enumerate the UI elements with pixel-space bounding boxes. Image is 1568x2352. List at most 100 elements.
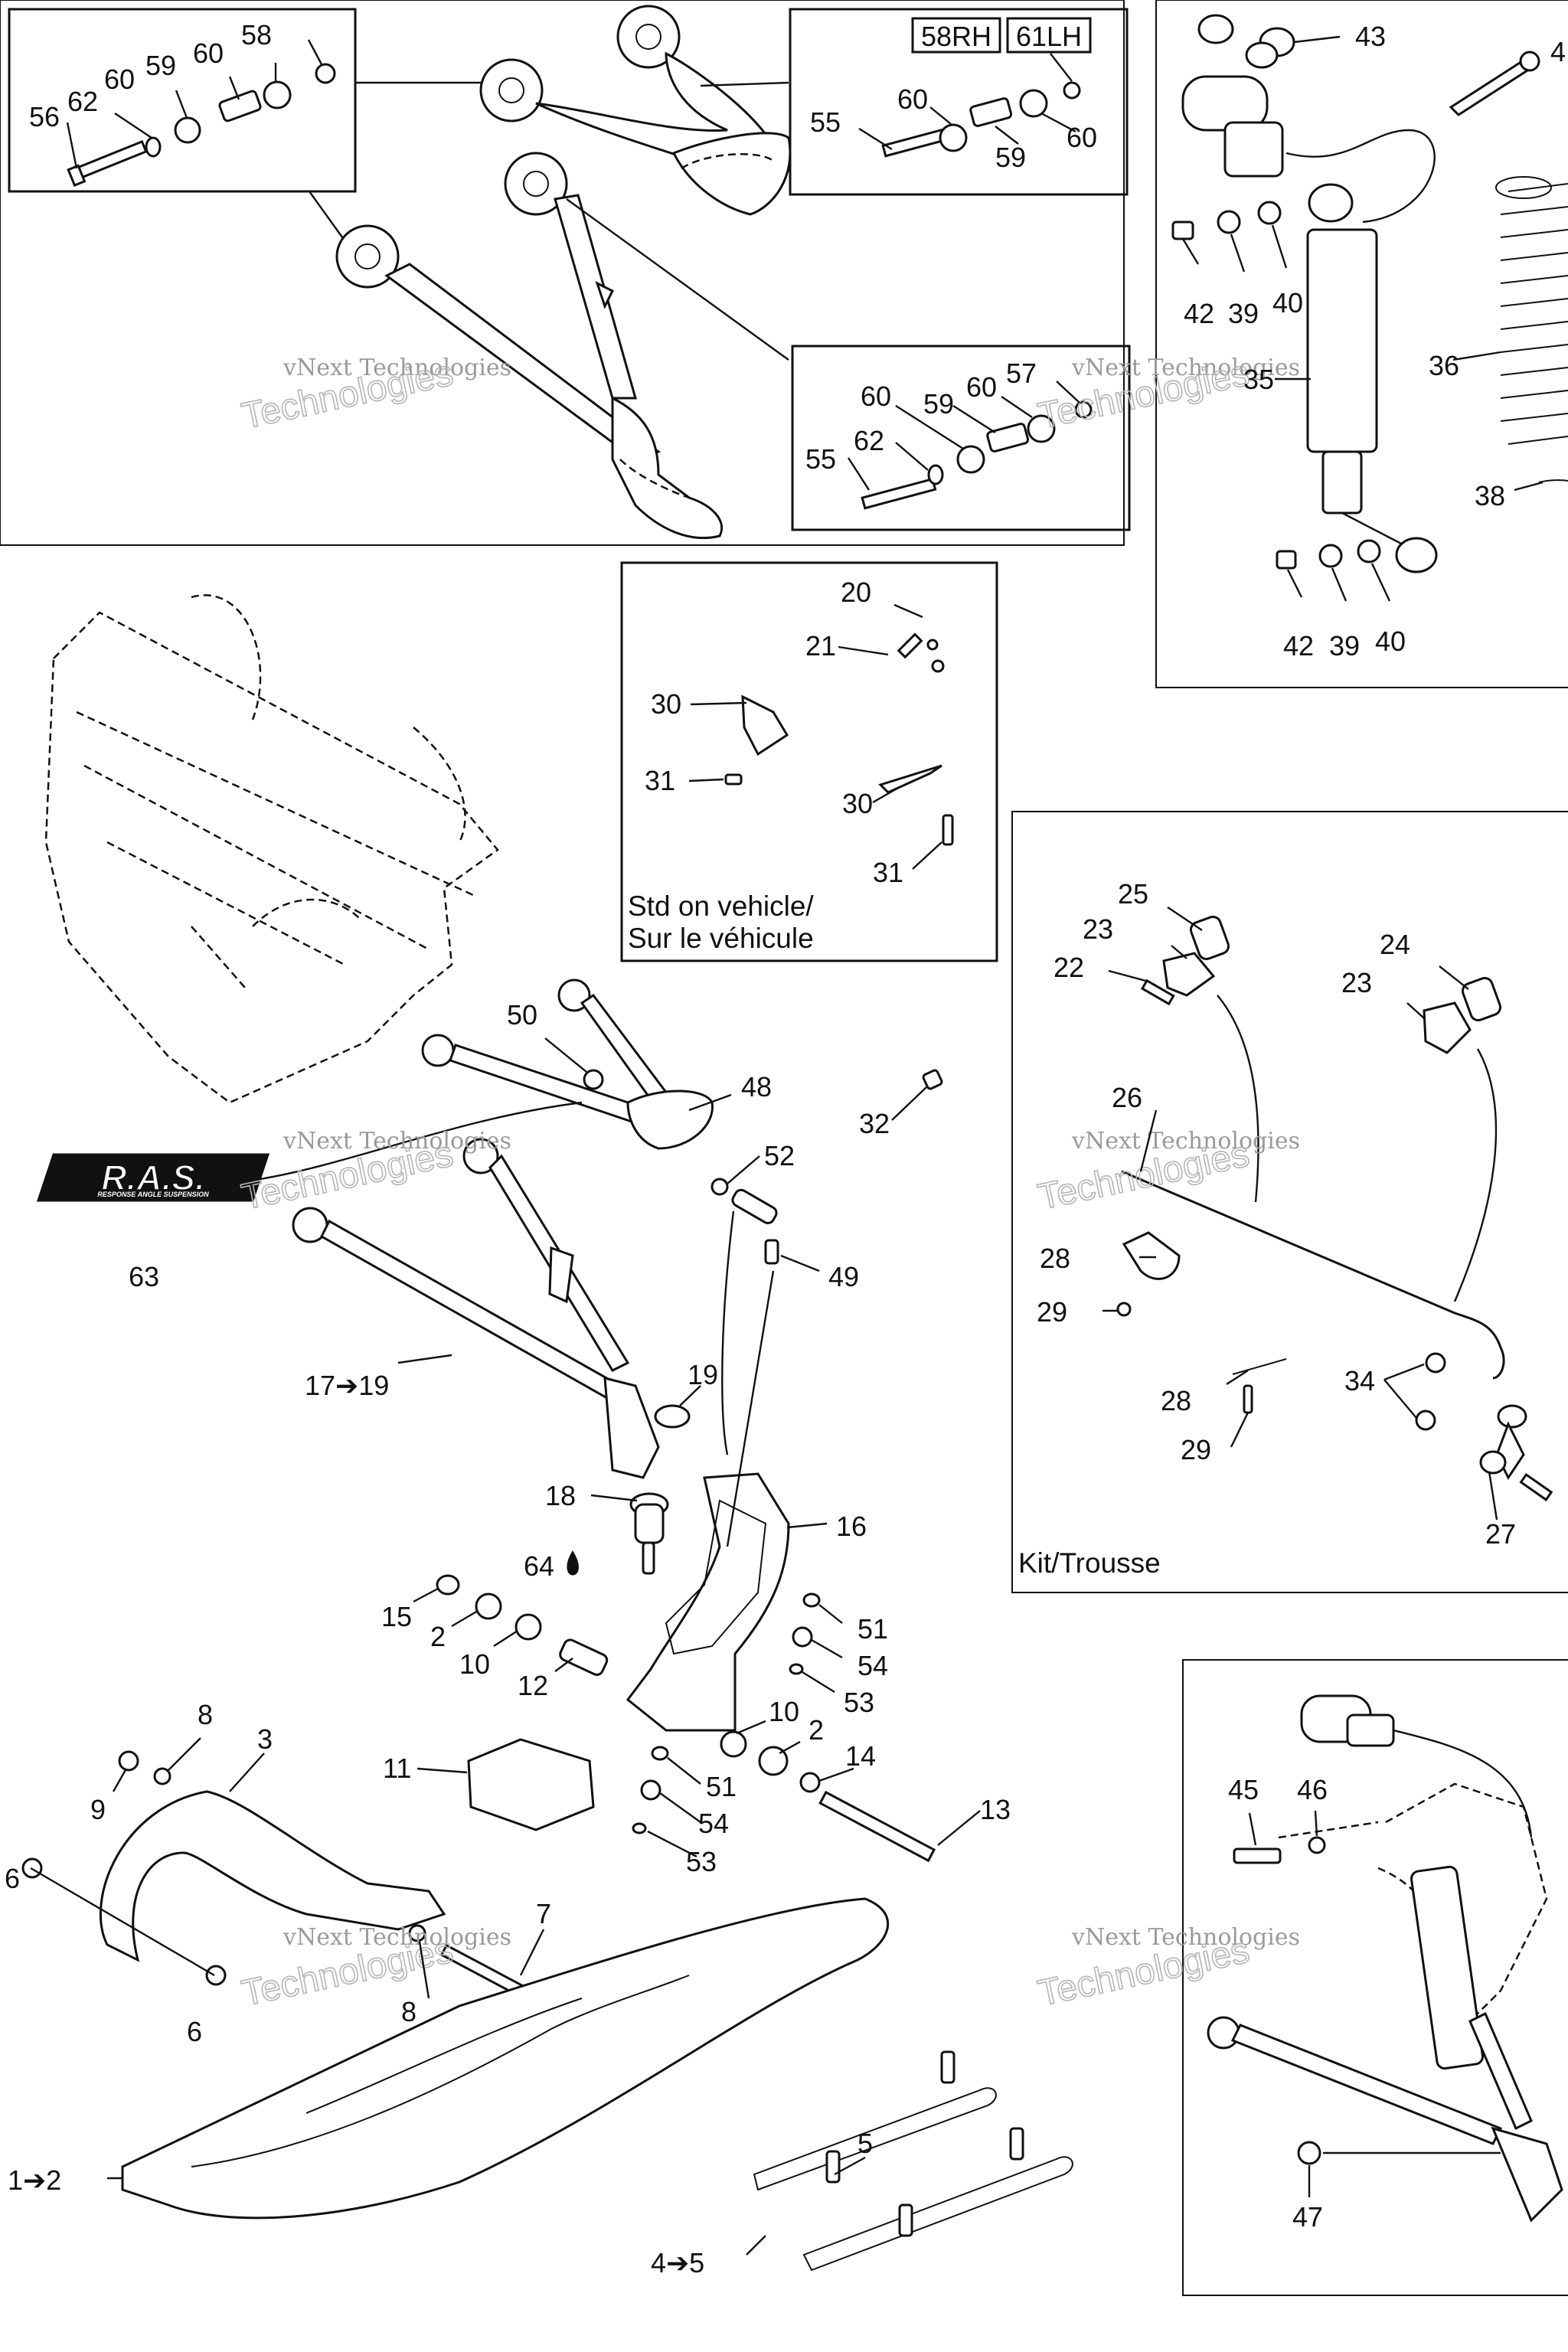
part-53-cotter-b [632, 1822, 647, 1834]
detail-box-std-on-vehicle [620, 561, 998, 962]
caption-kit-trousse: Kit/Trousse [1018, 1547, 1161, 1579]
part-60-spacer-b [263, 80, 292, 109]
part-8-washer-a [153, 1767, 172, 1785]
callout-28-a: 28 [1040, 1243, 1070, 1274]
callout-60-b: 60 [104, 64, 135, 95]
part-36-spring [1500, 183, 1568, 445]
detail-box-kit-trousse [1011, 811, 1568, 1593]
callout-6-b: 6 [187, 2016, 202, 2047]
callout-11: 11 [383, 1753, 411, 1784]
part-43-clamps [1197, 14, 1295, 69]
part-59-sleeve-c [986, 423, 1030, 452]
part-59-sleeve-a [218, 90, 262, 122]
part-12-sleeve [559, 1638, 609, 1676]
callout-31-b: 31 [873, 857, 903, 888]
callout-18: 18 [545, 1480, 576, 1511]
part-56-bolt [67, 139, 148, 188]
part-15-nut [436, 1574, 460, 1596]
callout-47: 47 [1292, 2201, 1323, 2233]
label-58rh: 58RH [921, 21, 991, 52]
callout-35: 35 [1243, 364, 1274, 395]
part-26-sway-bar [1121, 995, 1505, 1380]
watermark-line1-d: vNext Technologies [1071, 1128, 1300, 1155]
ski-group [21, 1750, 1073, 2272]
callout-34: 34 [1344, 1365, 1375, 1396]
part-54-nut-b [640, 1779, 662, 1801]
callout-60-e: 60 [861, 381, 891, 412]
callout-3: 3 [257, 1723, 273, 1755]
part-51-washer-a [802, 1592, 821, 1608]
callout-50: 50 [507, 999, 537, 1031]
callout-10-b: 10 [769, 1696, 799, 1727]
callout-10-a: 10 [459, 1648, 490, 1680]
part-28-bracket [1122, 1231, 1181, 1280]
part-14-washer [799, 1772, 821, 1793]
part-10-bushing-b [720, 1730, 747, 1758]
callout-31-a: 31 [645, 765, 675, 796]
callout-16: 16 [836, 1511, 867, 1542]
part-10-bushing-a [514, 1613, 542, 1641]
part-2-bushing-a [475, 1592, 502, 1620]
callout-51-a: 51 [858, 1613, 888, 1645]
watermark-line1-e: vNext Technologies [283, 1924, 511, 1951]
part-60-spacer-c [939, 123, 968, 152]
part-2-bushing-b [758, 1746, 789, 1776]
part-35-shock-body [1306, 183, 1438, 573]
callout-14: 14 [845, 1740, 876, 1772]
part-62-washer-b [927, 464, 944, 485]
callout-8-b: 8 [401, 1996, 416, 2027]
callout-48: 48 [741, 1071, 772, 1102]
part-20-21-fasteners [897, 632, 945, 673]
part-60-spacer-d [1019, 89, 1048, 118]
callout-57: 57 [1006, 358, 1037, 389]
part-57-nut [1074, 400, 1093, 419]
callout-55-b: 55 [805, 443, 836, 475]
callout-5: 5 [858, 2128, 873, 2159]
callout-40-b: 40 [1375, 626, 1406, 657]
callout-55-a: 55 [810, 106, 841, 138]
part-54-nut-a [792, 1626, 813, 1648]
callout-59-c: 59 [923, 388, 954, 420]
callout-42-b: 42 [1283, 630, 1314, 662]
callout-13: 13 [980, 1794, 1011, 1825]
part-31-rivet-a [724, 773, 743, 786]
chassis-frame [44, 594, 499, 1104]
detail-box-shock [1155, 0, 1568, 688]
part-60-spacer-e [956, 445, 985, 474]
detail-box-rh-lh-bushings [789, 8, 1129, 196]
part-23-bracket-b [1423, 1001, 1472, 1054]
side-tag-61lh: 61LH [1006, 17, 1092, 54]
part-45-bolt [1233, 1847, 1282, 1864]
callout-53-b: 53 [686, 1846, 717, 1877]
sway-bar-kit-group [1011, 811, 1568, 1593]
callout-28-b: 28 [1161, 1385, 1191, 1416]
part-11-ski-stopper [467, 1738, 595, 1831]
callout-27: 27 [1485, 1518, 1516, 1550]
part-3-ski-handle [100, 1790, 446, 1962]
callout-45: 45 [1228, 1774, 1259, 1805]
rhs-logo-part-63: R.A.S. RESPONSE ANGLE SUSPENSION [36, 1153, 270, 1202]
callout-30-a: 30 [651, 688, 681, 720]
logo-ras-text: R.A.S. [101, 1158, 204, 1197]
detail-box-top-left-frame [0, 0, 1125, 546]
callout-17-19: 17➔19 [305, 1370, 389, 1401]
callout-64: 64 [524, 1550, 554, 1582]
part-30-bracket-a [741, 694, 789, 756]
part-35-shock-reservoir [1181, 75, 1436, 224]
part-39-washer-top [1217, 210, 1241, 234]
callout-62-b: 62 [854, 425, 884, 456]
part-6-nut-b [205, 1965, 227, 1986]
callout-29-b: 29 [1181, 1434, 1211, 1465]
upper-a-arm [479, 5, 792, 216]
callout-40-a: 40 [1272, 287, 1303, 318]
callout-54-a: 54 [858, 1650, 888, 1681]
callout-36: 36 [1429, 350, 1459, 381]
callout-2-b: 2 [808, 1714, 824, 1746]
part-13-bolt [818, 1790, 936, 1863]
part-50-nut [583, 1069, 604, 1090]
assembly-detail-group [1182, 1659, 1568, 2296]
part-44-tie-strap [1449, 51, 1540, 116]
upper-arm-bushing-group: 58RH 61LH [0, 0, 1131, 546]
part-17-19-lower-a-arm [292, 1138, 660, 1479]
std-on-vehicle-group [620, 561, 998, 962]
